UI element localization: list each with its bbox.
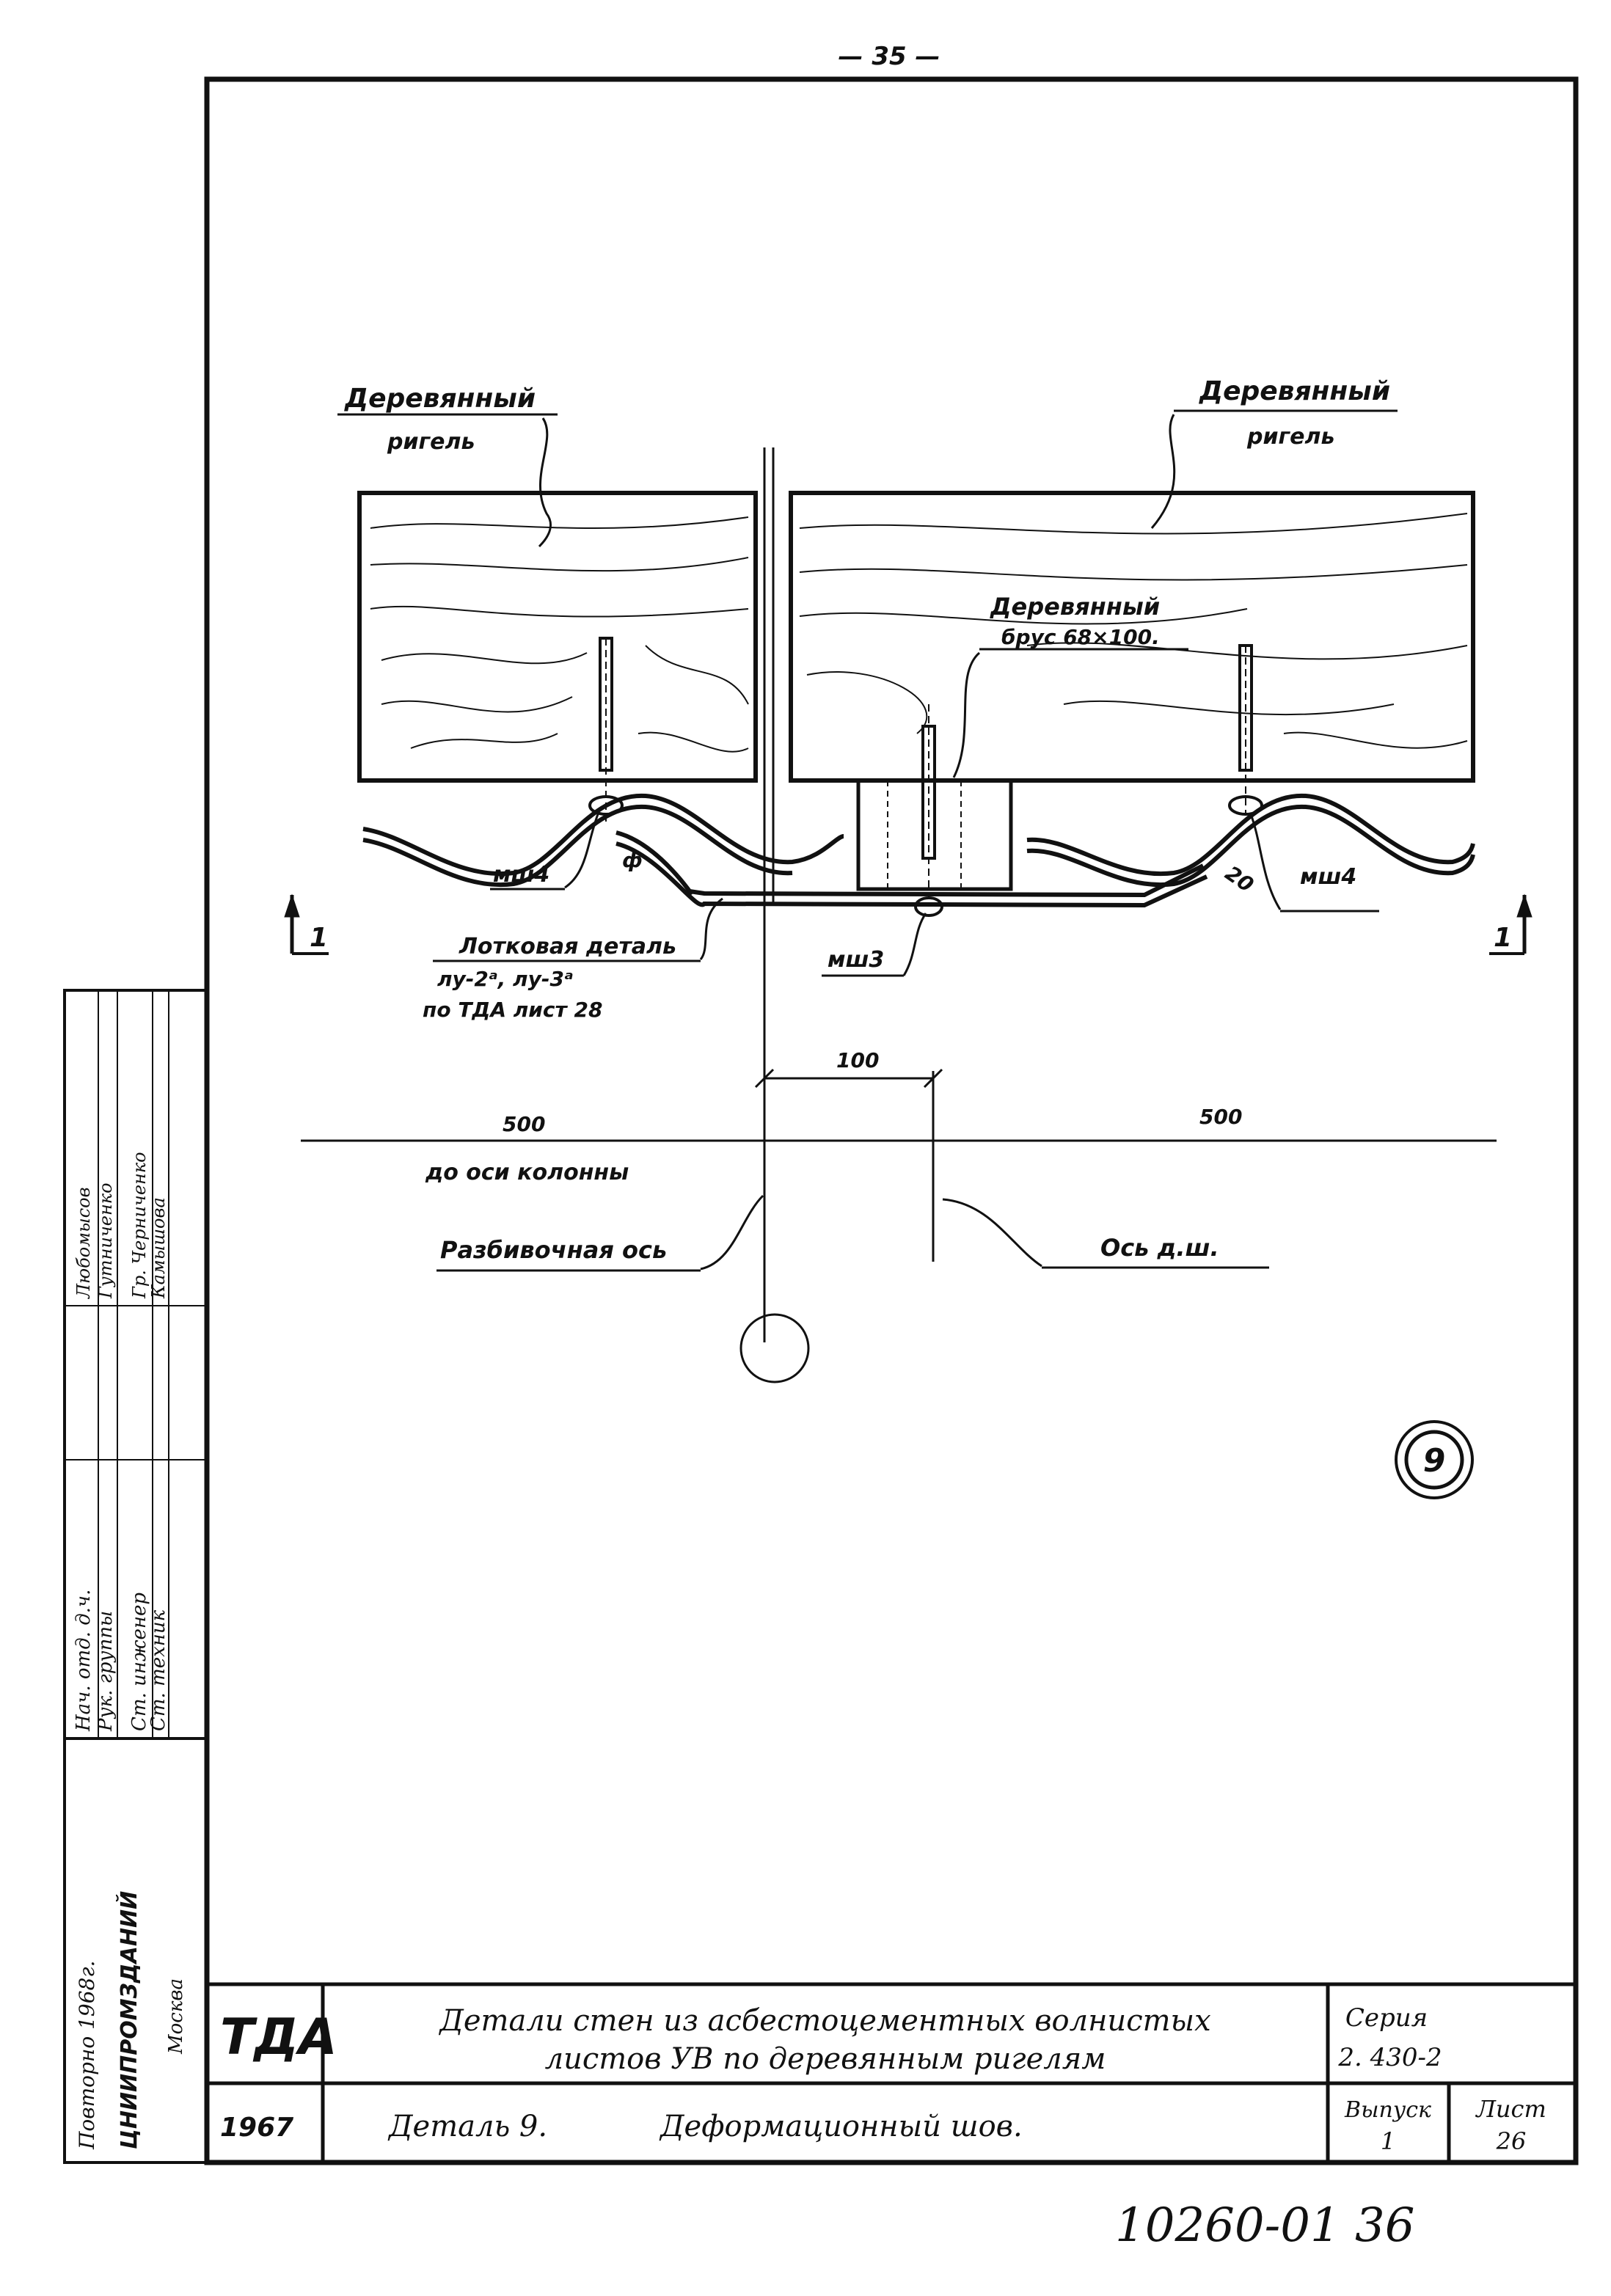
rigel-left-label-2: ригель	[387, 429, 475, 455]
razbiv-pointer	[700, 1194, 764, 1271]
detail-text: Деталь 9.	[387, 2110, 547, 2143]
rigel-left-pointer	[538, 417, 552, 548]
msh4-right-label: мш4	[1300, 864, 1356, 890]
sheet-label: Лист	[1475, 2095, 1546, 2123]
washers	[588, 795, 1263, 917]
stamp-org-3: Москва	[165, 1978, 187, 2055]
stamp-role-3: Ст. инженер	[128, 1593, 150, 1731]
msh4-left-label: мш4	[493, 862, 549, 888]
sheet-value: 26	[1496, 2127, 1527, 2155]
section-mark-left	[284, 893, 329, 955]
rigel-right-pointer	[1150, 414, 1176, 529]
dim-20-label: 20	[1221, 861, 1258, 897]
dim-100-label: 100	[836, 1048, 879, 1072]
issue-value: 1	[1381, 2127, 1395, 2155]
section-mark-right	[1489, 893, 1533, 955]
dim-500-right-label: 500	[1199, 1105, 1242, 1129]
corrugated-sheets	[362, 793, 1475, 908]
series-label: Серия	[1345, 2003, 1428, 2033]
stamp-name-2: Гутниченко	[95, 1182, 116, 1299]
dim-100-tick-right	[923, 1068, 943, 1089]
column-axis-circle	[739, 1313, 810, 1383]
rigel-right-drawing	[789, 491, 1475, 902]
rigel-left-label-1: Деревянный	[344, 384, 536, 414]
detail-mark-inner	[1404, 1430, 1464, 1490]
to-column-label: до оси колонны	[425, 1160, 629, 1185]
title-logo: ТДА	[220, 2008, 337, 2066]
brus-label-2: брус 68×100.	[1001, 625, 1160, 649]
stamp-role-1: Нач. отд. д.ч.	[73, 1590, 95, 1732]
dim-500-left-label: 500	[503, 1112, 545, 1136]
axis-dsh-pointer	[942, 1198, 1042, 1268]
stamp-role-2: Рук. группы	[95, 1611, 117, 1732]
razbiv-axis-label: Разбивочная ось	[440, 1236, 667, 1264]
msh4-left-pointer	[564, 814, 599, 889]
title-line-1: Детали стен из асбестоцементных волнисты…	[438, 2004, 1210, 2038]
stamp-name-3: Гр. Черниченко	[129, 1152, 150, 1299]
title-line-2: листов УВ по деревянным ригелям	[545, 2042, 1106, 2076]
section-right-label: 1	[1494, 923, 1512, 953]
msh4-right-pointer	[1249, 814, 1282, 910]
lotok-pointer	[699, 897, 723, 960]
stamp-org-1: Повторно 1968г.	[75, 1961, 99, 2150]
brus-drawing	[856, 778, 1013, 891]
lotok-label-2: лу-2ᵃ, лу-3ᵃ	[437, 967, 574, 991]
axis-dsh-label: Ось д.ш.	[1100, 1234, 1219, 1262]
detail-mark-label: 9	[1423, 1442, 1446, 1480]
lotok-label-1: Лотковая деталь	[459, 934, 676, 959]
archive-number: 10260-01 36	[1115, 2198, 1414, 2253]
lotok-label-3: по ТДА лист 28	[423, 998, 602, 1022]
stamp-org-2: ЦНИИПРОМЗДАНИЙ	[116, 1891, 142, 2149]
series-value: 2. 430-2	[1337, 2043, 1442, 2072]
stamp-name-1: Любомысов	[73, 1187, 94, 1299]
title-block	[207, 1982, 1576, 2162]
stamp-role-4: Ст. техник	[147, 1609, 169, 1731]
brus-pointer	[952, 651, 980, 778]
issue-label: Выпуск	[1344, 2097, 1431, 2123]
detail-name: Деформационный шов.	[659, 2110, 1023, 2143]
title-year: 1967	[220, 2113, 293, 2143]
msh3-label: мш3	[828, 947, 884, 973]
section-left-label: 1	[310, 923, 328, 953]
rigel-right-label-1: Деревянный	[1199, 376, 1390, 406]
msh3-pointer	[902, 913, 927, 976]
detail-mark-outer	[1395, 1420, 1474, 1499]
brus-label-1: Деревянный	[990, 593, 1160, 621]
page-number: — 35 —	[839, 42, 940, 71]
side-stamp	[63, 989, 208, 2164]
rigel-left-drawing	[357, 491, 758, 822]
rigel-right-label-2: ригель	[1246, 424, 1334, 450]
phi-label: ф	[622, 848, 643, 872]
dim-100-tick-left	[754, 1068, 775, 1089]
stamp-name-4: Камышова	[148, 1197, 169, 1299]
